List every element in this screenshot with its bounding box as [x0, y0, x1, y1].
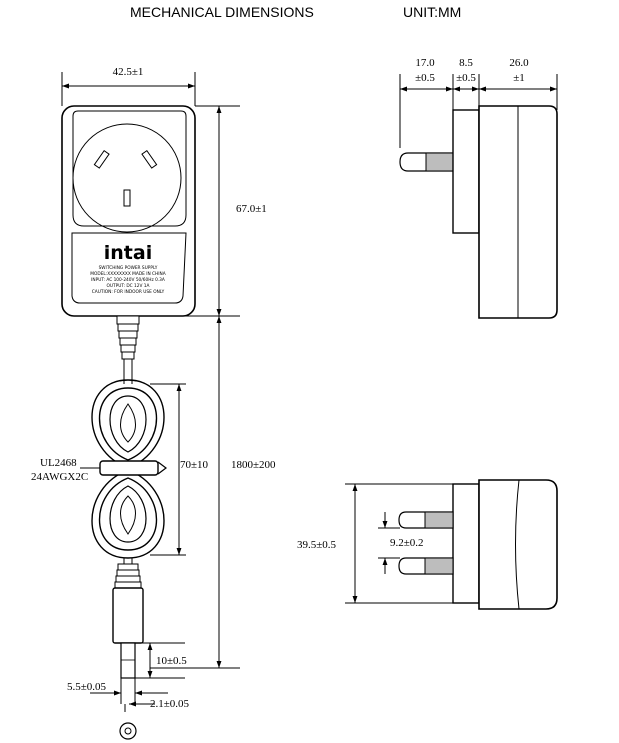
cable-spec-line2: 24AWGX2C [31, 471, 88, 483]
strain-relief [116, 315, 140, 360]
side-body-dim-value: 26.0 [509, 57, 529, 69]
label-line-5: CAUTION: FOR INDOOR USE ONLY [92, 289, 165, 295]
side-body-dim-tol: ±1 [513, 72, 525, 84]
label-line-2: MODEL:XXXXXXXX MADE IN CHINA [90, 271, 165, 277]
label-line-1: SWITCHING POWER SUPPLY [99, 265, 158, 271]
plug-socket [72, 123, 182, 233]
side-plate [452, 109, 480, 234]
label-line-4: OUTPUT: DC 12V 1A [107, 283, 150, 289]
front-width-dim: 42.5±1 [113, 66, 144, 78]
plug-length-dim: 10±0.5 [156, 655, 187, 667]
bottom-plate [452, 483, 480, 604]
coil-dim: 70±10 [180, 459, 209, 471]
bottom-body [478, 479, 558, 610]
unit-label: UNIT:MM [403, 4, 461, 20]
front-height-dim: 67.0±1 [236, 203, 267, 215]
brand-logo: intai [104, 242, 152, 264]
side-pin-dim-value: 17.0 [415, 57, 435, 69]
cable-length-dim: 1800±200 [231, 459, 276, 471]
plug-id-dim: 2.1±0.05 [150, 698, 190, 710]
adapter-front-view: 42.5±1 intai SWITCHING POWER SUPPLY MODE… [31, 66, 276, 740]
side-pin-dim-tol: ±0.5 [415, 72, 435, 84]
cable-tie [99, 460, 159, 476]
side-plate-dim-value: 8.5 [459, 57, 473, 69]
pin-slot-right [141, 150, 158, 169]
dc-plug [112, 563, 144, 679]
adapter-bottom-view: 39.5±0.5 9.2±0.2 [297, 479, 558, 610]
adapter-side-view: 17.0 ±0.5 8.5 ±0.5 26.0 ±1 [399, 57, 558, 319]
pin-slot-earth [123, 189, 131, 207]
pin-spacing-dim: 9.2±0.2 [390, 537, 424, 549]
cable-spec-line1: UL2468 [40, 457, 77, 469]
label-line-3: INPUT: AC 100-240V 50/60Hz 0.3A [91, 277, 165, 283]
pin-slot-left [93, 150, 110, 169]
drawing-title: MECHANICAL DIMENSIONS [130, 4, 314, 20]
plug-od-dim: 5.5±0.05 [67, 681, 107, 693]
side-plate-dim-tol: ±0.5 [456, 72, 476, 84]
rating-label [71, 232, 187, 304]
coiled-cable [91, 379, 167, 559]
bottom-height-dim: 39.5±0.5 [297, 539, 337, 551]
